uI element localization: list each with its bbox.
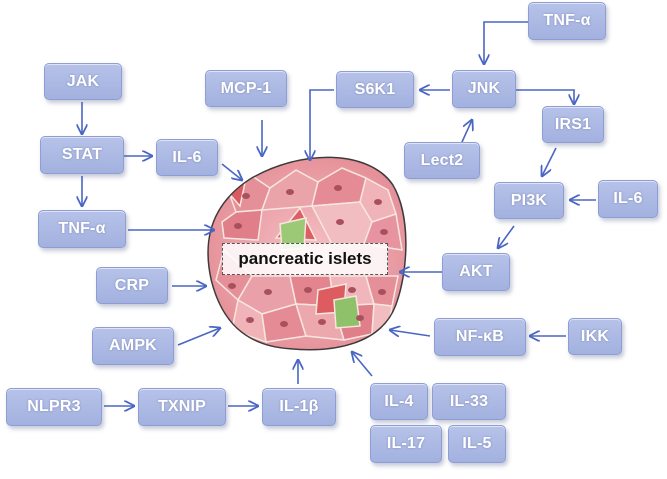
arrow-jnk-to-irs1 <box>516 89 574 104</box>
node-nlpr3: NLPR3 <box>6 388 102 426</box>
node-txnip: TXNIP <box>138 388 226 426</box>
node-akt: AKT <box>442 253 510 291</box>
node-nf-kb: NF-κB <box>434 318 526 356</box>
arrow-nfkb-to-islet <box>390 330 431 336</box>
node-tnf-alpha-left: TNF-α <box>38 210 126 248</box>
node-s6k1: S6K1 <box>336 71 414 108</box>
node-il4: IL-4 <box>370 383 428 420</box>
node-il6-left: IL-6 <box>156 139 218 176</box>
arrow-ampk-to-islet <box>177 328 220 346</box>
arrow-tnf-to-jnk <box>484 21 528 64</box>
node-jak: JAK <box>44 63 122 100</box>
node-stat: STAT <box>40 136 124 174</box>
arrow-il6-to-islet <box>221 163 242 180</box>
node-mcp1: MCP-1 <box>205 70 287 107</box>
node-il1b: IL-1β <box>262 388 336 426</box>
arrow-s6k1-to-islet <box>310 89 334 160</box>
node-pi3k: PI3K <box>494 182 564 219</box>
arrow-lect2-to-jnk <box>461 120 472 143</box>
node-lect2: Lect2 <box>404 142 480 179</box>
node-crp: CRP <box>96 267 168 304</box>
arrow-irs1-to-pi3k <box>542 147 557 176</box>
node-il5: IL-5 <box>448 425 506 463</box>
node-tnf-alpha-top: TNF-α <box>528 2 606 40</box>
node-il33: IL-33 <box>432 383 506 420</box>
node-ampk: AMPK <box>92 327 174 365</box>
node-il6-right: IL-6 <box>598 180 658 218</box>
node-ikk: IKK <box>568 318 622 355</box>
node-irs1: IRS1 <box>542 106 604 143</box>
islet-center-label: pancreatic islets <box>222 243 388 275</box>
node-il17: IL-17 <box>370 425 442 463</box>
arrow-il-cluster-to-islet <box>352 352 373 377</box>
arrow-pi3k-to-akt <box>498 225 515 248</box>
node-jnk: JNK <box>452 70 516 108</box>
